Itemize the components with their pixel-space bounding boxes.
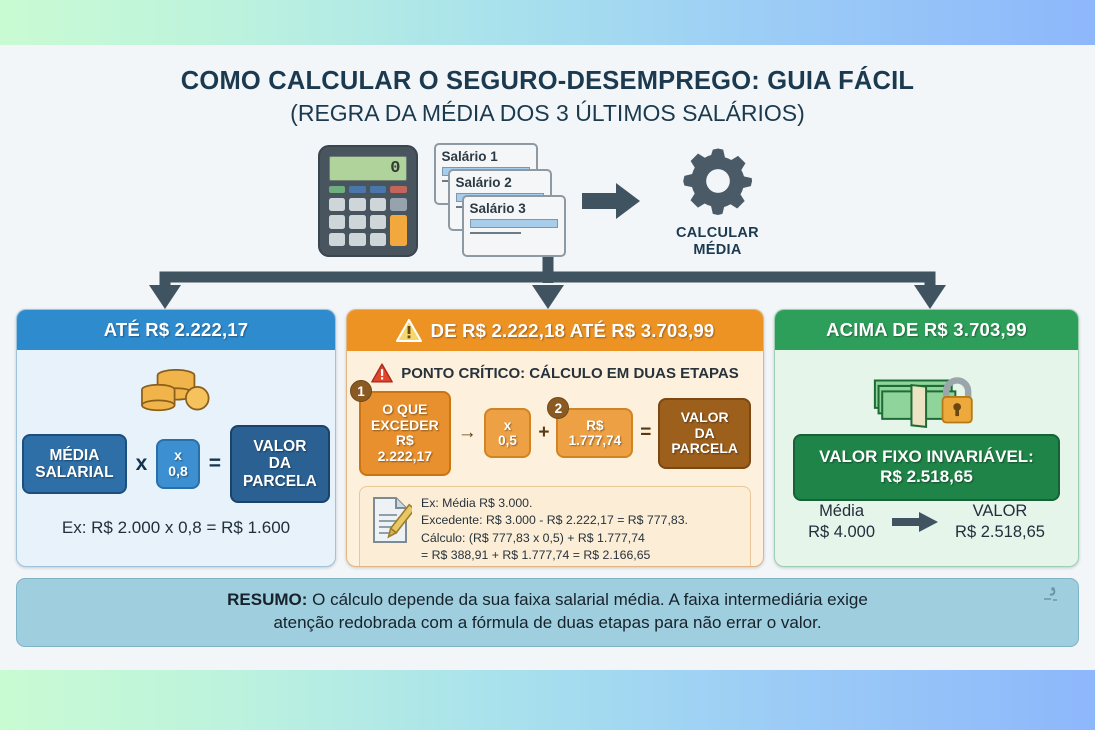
watermark-icon (1038, 585, 1064, 616)
card-low-header: ATÉ R$ 2.222,17 (17, 310, 335, 350)
mid-formula: 1 O QUE EXCEDER R$ 2.222,17 → x 0,5 + 2 … (350, 380, 751, 476)
mid-example-line: Cálculo: (R$ 777,83 x 0,5) + R$ 1.777,74 (421, 530, 645, 545)
low-example: Ex: R$ 2.000 x 0,8 = R$ 1.600 (61, 518, 291, 537)
calculator-function-keys (328, 186, 407, 193)
right-arrow-icon (580, 180, 642, 222)
calculator-keypad (328, 198, 407, 246)
card-tier-low: ATÉ R$ 2.222,17 (16, 309, 336, 567)
card-low-body: MÉDIA SALARIAL x x 0,8 = VALOR DA PARCEL… (17, 350, 335, 566)
arrow-right-glyph: → (457, 422, 477, 444)
summary-label: RESUMO: (227, 590, 308, 609)
slip-line (469, 232, 521, 234)
process-icon-row: 0 Salário 1 Salário 2 (0, 141, 1095, 261)
low-formula: MÉDIA SALARIAL x x 0,8 = VALOR DA PARCEL… (22, 425, 330, 504)
operator-equals: = (640, 422, 652, 444)
cash-lock-icon (873, 377, 973, 428)
card-mid-header-text: DE R$ 2.222,18 ATÉ R$ 3.703,99 (430, 319, 715, 341)
calc-fn-key (328, 186, 345, 193)
branch-connector (0, 257, 1095, 309)
card-tier-mid: DE R$ 2.222,18 ATÉ R$ 3.703,99 PONTO CRÍ… (346, 309, 764, 567)
operator-plus: + (538, 422, 550, 444)
right-arrow-icon (892, 512, 939, 533)
mid-example-line: = R$ 388,91 + R$ 1.777,74 = R$ 2.166,65 (421, 548, 651, 563)
step-1: 1 O QUE EXCEDER R$ 2.222,17 (350, 380, 451, 476)
summary-text-line1: O cálculo depende da sua faixa salarial … (307, 590, 868, 609)
pill-factor-05: x 0,5 (483, 408, 532, 459)
calculate-average-label: CALCULAR MÉDIA (676, 224, 759, 258)
salary-slip-label: Salário 3 (469, 201, 526, 216)
calculator-display: 0 (328, 156, 407, 181)
calc-fn-key (349, 186, 366, 193)
flow-value: VALOR R$ 2.518,65 (955, 501, 1045, 544)
calculate-average-block: CALCULAR MÉDIA (658, 144, 778, 258)
flow-average-value: R$ 4.000 (808, 523, 876, 542)
calculator-icon: 0 (317, 145, 418, 257)
card-mid-header: DE R$ 2.222,18 ATÉ R$ 3.703,99 (347, 310, 763, 351)
flow-average: Média R$ 4.000 (808, 501, 875, 544)
operator-multiply: x (135, 452, 148, 476)
step-2: 2 R$ 1.777,74 (547, 397, 634, 459)
salary-slip-label: Salário 2 (455, 175, 512, 190)
step-2-badge: 2 (547, 397, 570, 420)
mid-example-line: Excedente: R$ 3.000 - R$ 2.222,17 = R$ 7… (421, 513, 688, 528)
infographic-canvas: COMO CALCULAR O SEGURO-DESEMPREGO: GUIA … (0, 45, 1095, 670)
critical-note: PONTO CRÍTICO: CÁLCULO EM DUAS ETAPAS (371, 363, 739, 383)
operator-equals: = (208, 452, 221, 476)
mid-example-box: Ex: Média R$ 3.000. Excedente: R$ 3.000 … (359, 485, 751, 566)
tier-cards: ATÉ R$ 2.222,17 (0, 309, 1095, 567)
flow-value-amount: R$ 2.518,65 (955, 523, 1045, 542)
card-high-body: VALOR FIXO INVARIÁVEL: R$ 2.518,65 Média… (775, 350, 1078, 566)
pill-valor-parcela-mid: VALOR DA PARCELA (658, 397, 751, 469)
summary-banner: RESUMO: O cálculo depende da sua faixa s… (16, 578, 1079, 647)
warning-triangle-icon (395, 319, 422, 342)
card-tier-high: ACIMA DE R$ 3.703,99 (774, 309, 1079, 567)
page-subtitle: (REGRA DA MÉDIA DOS 3 ÚLTIMOS SALÁRIOS) (290, 100, 805, 126)
flow-average-label: Média (819, 501, 865, 520)
pill-valor-parcela: VALOR DA PARCELA (230, 425, 330, 504)
title-block: COMO CALCULAR O SEGURO-DESEMPREGO: GUIA … (0, 45, 1095, 127)
high-flow: Média R$ 4.000 VALOR R$ 2.518,65 (808, 501, 1045, 544)
document-pencil-icon (373, 496, 412, 543)
step-1-badge: 1 (350, 380, 372, 402)
card-mid-body: PONTO CRÍTICO: CÁLCULO EM DUAS ETAPAS 1 … (347, 351, 763, 566)
salary-slip-label: Salário 1 (441, 149, 498, 164)
gear-icon (682, 148, 752, 215)
critical-note-text: PONTO CRÍTICO: CÁLCULO EM DUAS ETAPAS (401, 364, 739, 382)
coins-icon (137, 366, 215, 417)
salary-slip: Salário 3 (461, 195, 566, 257)
slip-bar (469, 219, 558, 228)
pill-excedente: O QUE EXCEDER R$ 2.222,17 (359, 391, 451, 476)
salary-slips-icon: Salário 1 Salário 2 Salário 3 (433, 143, 566, 259)
pill-factor: x 0,8 (156, 439, 200, 489)
flow-value-label: VALOR (972, 501, 1028, 520)
summary-text-line2: atenção redobrada com a fórmula de duas … (273, 612, 822, 632)
pill-media-salarial: MÉDIA SALARIAL (22, 433, 127, 495)
warning-triangle-icon (371, 363, 394, 383)
calc-fn-key (369, 186, 386, 193)
pill-base-value: R$ 1.777,74 (556, 408, 634, 459)
card-high-header: ACIMA DE R$ 3.703,99 (775, 310, 1078, 350)
mid-example-text: Ex: Média R$ 3.000. Excedente: R$ 3.000 … (421, 495, 688, 565)
calc-fn-key (390, 186, 407, 193)
fixed-value-box: VALOR FIXO INVARIÁVEL: R$ 2.518,65 (792, 434, 1061, 501)
mid-example-line: Ex: Média R$ 3.000. (421, 495, 533, 510)
page-title: COMO CALCULAR O SEGURO-DESEMPREGO: GUIA … (180, 67, 915, 95)
